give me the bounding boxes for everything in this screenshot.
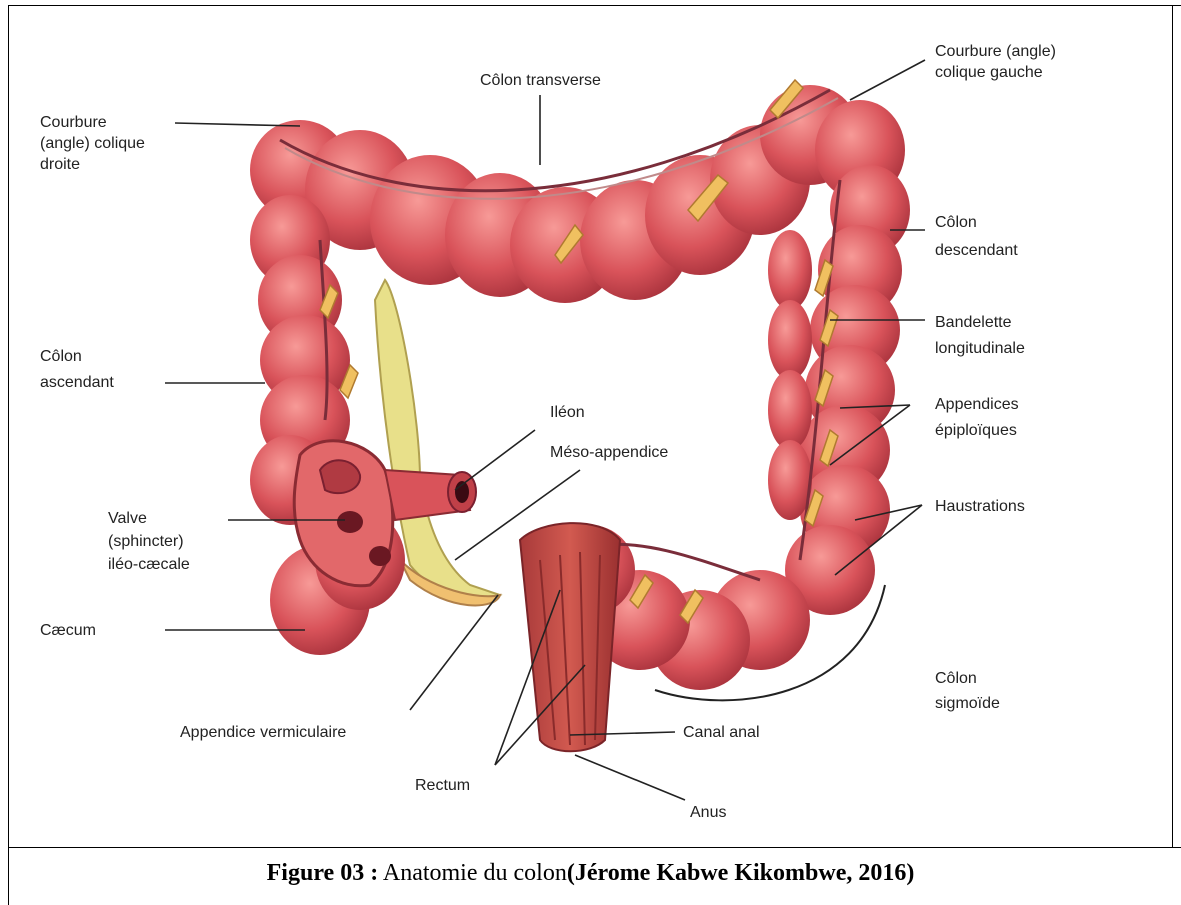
label-courbure-gauche-line2: colique gauche xyxy=(935,62,1043,83)
figure-caption: Figure 03 : Anatomie du colon(Jérome Kab… xyxy=(0,860,1181,887)
label-colon-transverse: Côlon transverse xyxy=(480,70,601,91)
ileum xyxy=(385,470,476,520)
label-colon-descendant-line2: descendant xyxy=(935,240,1018,261)
label-appendice-vermiculaire: Appendice vermiculaire xyxy=(180,722,346,743)
label-colon-sigmoide-line2: sigmoïde xyxy=(935,693,1000,714)
ascending-colon xyxy=(250,195,405,655)
label-colon-descendant-line1: Côlon xyxy=(935,212,977,233)
label-valve-line1: Valve xyxy=(108,508,147,529)
label-valve-line2: (sphincter) xyxy=(108,531,184,552)
caption-source: (Jérome Kabwe Kikombwe, 2016) xyxy=(567,860,915,886)
label-anus: Anus xyxy=(690,802,726,823)
label-ileon: Iléon xyxy=(550,402,585,423)
label-courbure-droite-line2: (angle) colique xyxy=(40,133,145,154)
label-colon-sigmoide-line1: Côlon xyxy=(935,668,977,689)
label-canal-anal: Canal anal xyxy=(683,722,760,743)
label-courbure-gauche-line1: Courbure (angle) xyxy=(935,41,1056,62)
caption-prefix: Figure 03 : xyxy=(267,860,379,886)
label-meso-appendice: Méso-appendice xyxy=(550,442,668,463)
rectum xyxy=(520,523,620,751)
label-courbure-droite-line1: Courbure xyxy=(40,112,107,133)
descending-colon xyxy=(768,165,910,615)
label-caecum: Cæcum xyxy=(40,620,96,641)
label-courbure-droite-line3: droite xyxy=(40,154,80,175)
label-rectum: Rectum xyxy=(415,775,470,796)
caption-text: Anatomie du colon xyxy=(378,860,567,886)
label-valve-line3: iléo-cæcale xyxy=(108,554,190,575)
label-colon-ascendant-line2: ascendant xyxy=(40,372,114,393)
label-appendices-line2: épiploïques xyxy=(935,420,1017,441)
label-colon-ascendant-line1: Côlon xyxy=(40,346,82,367)
label-haustrations: Haustrations xyxy=(935,496,1025,517)
label-bandelette-line1: Bandelette xyxy=(935,312,1012,333)
label-bandelette-line2: longitudinale xyxy=(935,338,1025,359)
label-appendices-line1: Appendices xyxy=(935,394,1019,415)
